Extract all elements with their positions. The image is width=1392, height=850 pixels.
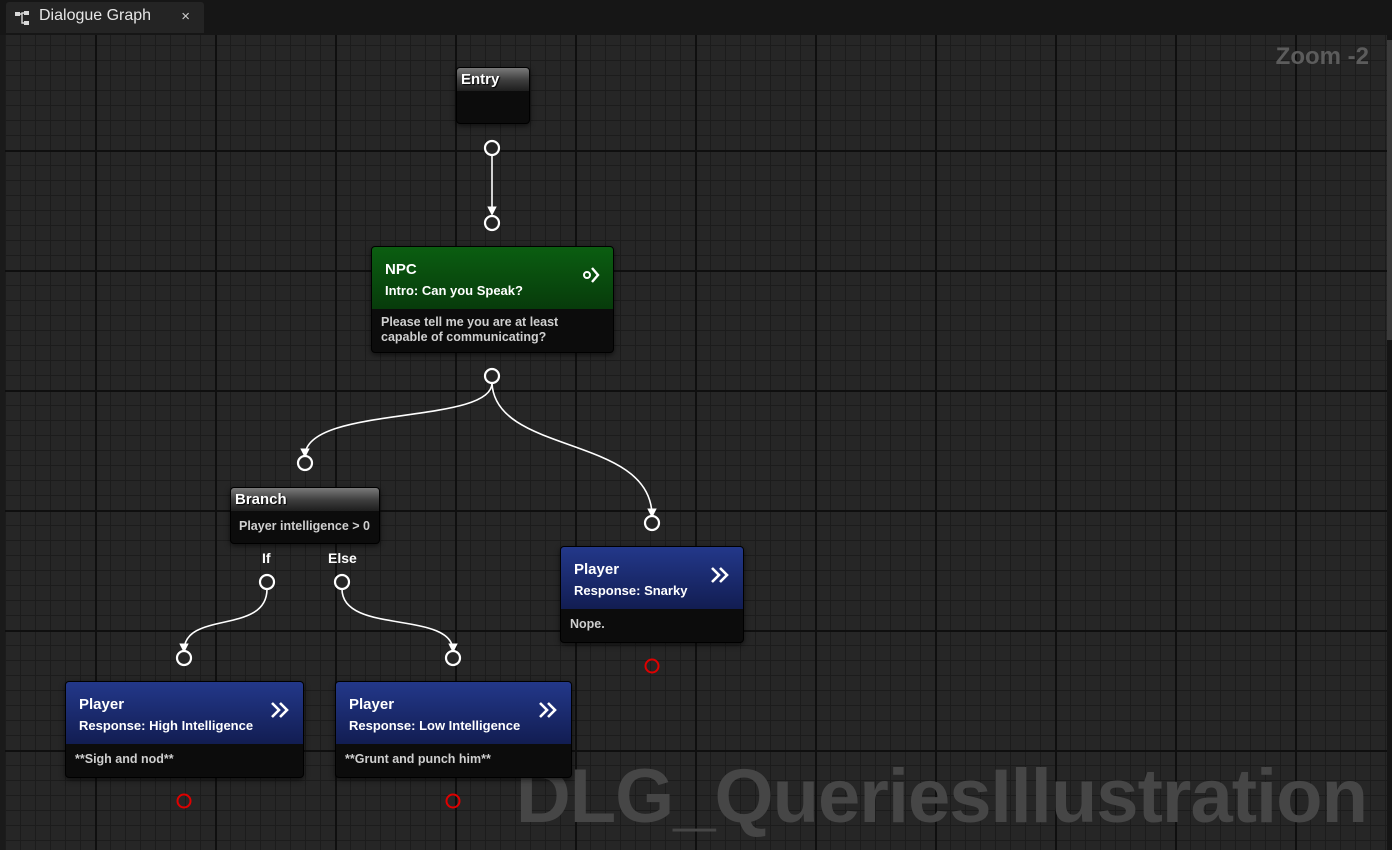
npc-node-subtitle: Intro: Can you Speak? bbox=[385, 283, 523, 298]
high-input-pin[interactable] bbox=[175, 649, 193, 667]
double-chevron-icon bbox=[271, 702, 289, 718]
low-output-pin[interactable] bbox=[445, 793, 461, 809]
branch-node[interactable]: Branch Player intelligence > 0 bbox=[230, 487, 380, 544]
entry-node-header: Entry bbox=[457, 68, 529, 91]
double-chevron-icon bbox=[539, 702, 557, 718]
asset-name-watermark: DLG_QueriesIllustration bbox=[515, 754, 1368, 839]
graph-icon bbox=[15, 11, 29, 25]
player-high-type: Player bbox=[79, 696, 125, 713]
player-snarky-text: Nope. bbox=[570, 617, 605, 631]
wire-if-high bbox=[179, 588, 268, 653]
branch-else-pin[interactable] bbox=[333, 573, 351, 591]
snarky-input-pin[interactable] bbox=[643, 514, 661, 532]
zoom-label: Zoom -2 bbox=[1275, 43, 1369, 70]
npc-node[interactable]: NPC Intro: Can you Speak? Please tell me… bbox=[371, 246, 614, 353]
branch-condition: Player intelligence > 0 bbox=[239, 519, 370, 533]
tab-title: Dialogue Graph bbox=[39, 7, 152, 24]
double-chevron-icon bbox=[711, 567, 729, 583]
close-icon[interactable]: × bbox=[181, 8, 190, 25]
npc-node-type: NPC bbox=[385, 261, 417, 278]
player-low-header: Player Response: Low Intelligence bbox=[336, 682, 571, 744]
wire-npc-snarky bbox=[491, 382, 657, 518]
player-snarky-header: Player Response: Snarky bbox=[561, 547, 743, 609]
npc-input-pin[interactable] bbox=[483, 214, 501, 232]
player-high-text: **Sigh and nod** bbox=[75, 752, 174, 766]
entry-node-title: Entry bbox=[461, 71, 500, 88]
graph-wires bbox=[175, 139, 661, 809]
player-low-type: Player bbox=[349, 696, 395, 713]
player-snarky-type: Player bbox=[574, 561, 620, 578]
entry-node[interactable]: Entry bbox=[456, 67, 530, 124]
npc-node-text: Please tell me you are at least capable … bbox=[381, 315, 559, 344]
tab-dialogue-graph[interactable]: Dialogue Graph × bbox=[6, 2, 204, 33]
branch-input-pin[interactable] bbox=[296, 454, 314, 472]
player-snarky-node[interactable]: Player Response: Snarky Nope. bbox=[560, 546, 744, 643]
tab-bar: Dialogue Graph × bbox=[0, 0, 1392, 35]
player-high-node[interactable]: Player Response: High Intelligence **Sig… bbox=[65, 681, 304, 778]
player-low-node[interactable]: Player Response: Low Intelligence **Grun… bbox=[335, 681, 572, 778]
player-low-subtitle: Response: Low Intelligence bbox=[349, 718, 521, 733]
player-low-text: **Grunt and punch him** bbox=[345, 752, 491, 766]
low-input-pin[interactable] bbox=[444, 649, 462, 667]
snarky-output-pin[interactable] bbox=[644, 658, 660, 674]
wire-npc-branch bbox=[300, 382, 493, 458]
player-high-header: Player Response: High Intelligence bbox=[66, 682, 303, 744]
branch-else-label: Else bbox=[328, 550, 357, 566]
npc-output-pin[interactable] bbox=[483, 367, 501, 385]
scrollbar-thumb[interactable] bbox=[1387, 40, 1392, 340]
npc-node-header: NPC Intro: Can you Speak? bbox=[372, 247, 613, 309]
speech-icon bbox=[583, 267, 600, 283]
player-snarky-subtitle: Response: Snarky bbox=[574, 583, 688, 598]
branch-if-pin[interactable] bbox=[258, 573, 276, 591]
entry-output-pin[interactable] bbox=[483, 139, 501, 157]
wire-else-low bbox=[341, 588, 458, 653]
graph-canvas[interactable]: Zoom -2 DLG_QueriesIllustration bbox=[5, 35, 1387, 850]
player-high-subtitle: Response: High Intelligence bbox=[79, 718, 254, 733]
vertical-scrollbar[interactable] bbox=[1387, 35, 1392, 850]
high-output-pin[interactable] bbox=[176, 793, 192, 809]
branch-if-label: If bbox=[262, 550, 271, 566]
branch-node-title: Branch bbox=[235, 491, 287, 508]
branch-node-header: Branch bbox=[231, 488, 379, 511]
